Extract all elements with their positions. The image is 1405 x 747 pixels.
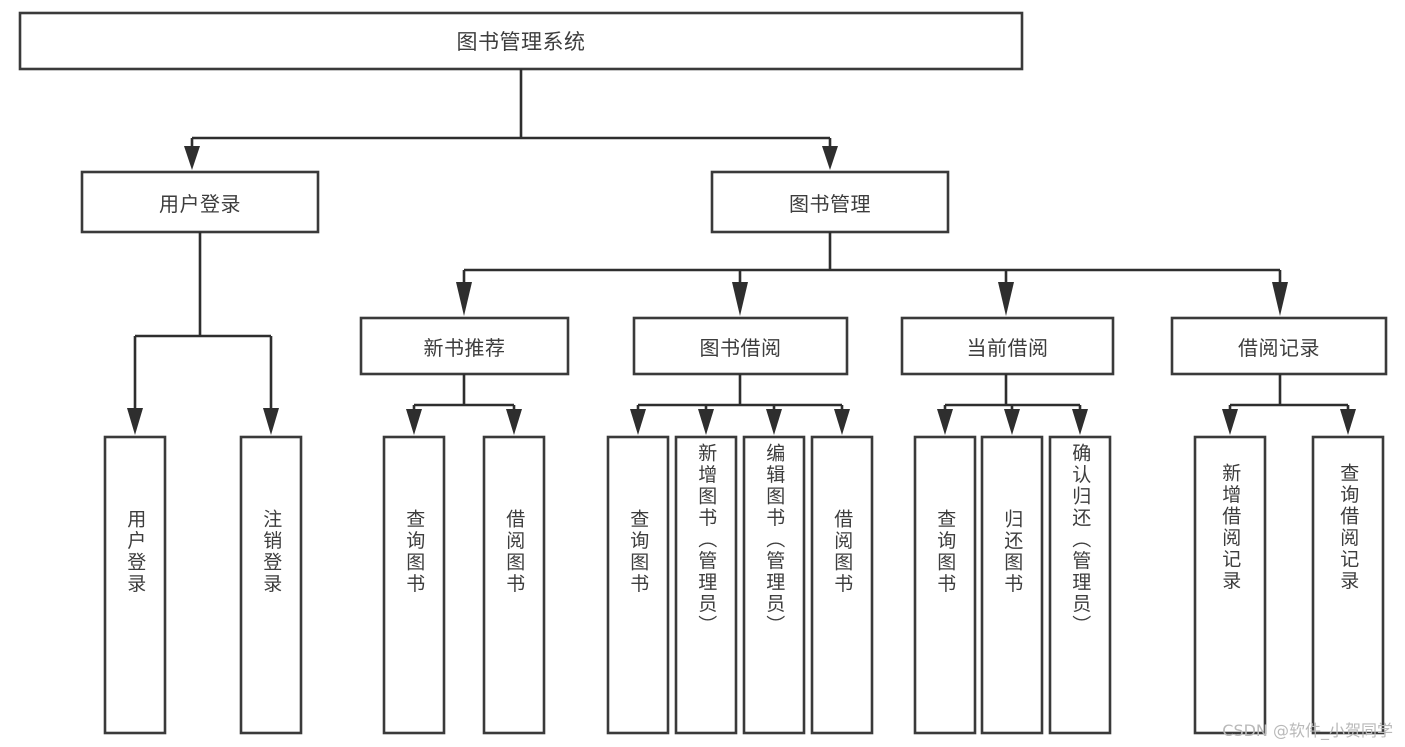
- arrow-head-group-b-leaf-3: [766, 409, 782, 435]
- arrow-head-user-login-leaf-1: [127, 408, 143, 435]
- node-book-borrow[interactable]: [632, 316, 849, 376]
- arrow-head-group-c-leaf-1: [937, 409, 953, 435]
- node-borrow-record[interactable]: [1170, 316, 1388, 376]
- leaf-box-current-borrow-3[interactable]: [1048, 435, 1112, 735]
- arrow-head-group-c-leaf-3: [1072, 409, 1088, 435]
- arrow-head-group-d-leaf-1: [1222, 409, 1238, 435]
- node-user-login[interactable]: [80, 170, 320, 234]
- arrow-head-user-login-leaf-2: [263, 408, 279, 435]
- leaf-box-new-book-recommend-2[interactable]: [482, 435, 546, 735]
- arrow-head-group-c-leaf-2: [1004, 409, 1020, 435]
- arrow-head-to-borrow-record: [1272, 282, 1288, 316]
- arrow-head-group-b-leaf-2: [698, 409, 714, 435]
- leaf-box-book-borrow-4[interactable]: [810, 435, 874, 735]
- arrow-head-group-b-leaf-1: [630, 409, 646, 435]
- leaf-box-borrow-record-1[interactable]: [1193, 435, 1267, 735]
- leaf-box-user-login-2[interactable]: [239, 435, 303, 735]
- arrow-head-group-a-leaf-2: [506, 409, 522, 435]
- leaf-box-new-book-recommend-1[interactable]: [382, 435, 446, 735]
- arrow-head-to-current-borrow: [998, 282, 1014, 316]
- leaf-box-book-borrow-2[interactable]: [674, 435, 738, 735]
- arrow-head-to-user-login: [184, 146, 200, 170]
- leaf-box-user-login-1[interactable]: [103, 435, 167, 735]
- arrow-head-group-d-leaf-2: [1340, 409, 1356, 435]
- node-current-borrow[interactable]: [900, 316, 1115, 376]
- arrow-head-to-book-management: [822, 146, 838, 170]
- leaf-box-book-borrow-3[interactable]: [742, 435, 806, 735]
- leaf-box-borrow-record-2[interactable]: [1311, 435, 1385, 735]
- arrow-head-group-a-leaf-1: [406, 409, 422, 435]
- leaf-box-current-borrow-1[interactable]: [913, 435, 977, 735]
- arrow-head-to-new-book-recommend: [456, 282, 472, 316]
- node-root-book-management-system[interactable]: [18, 11, 1024, 71]
- node-book-management[interactable]: [710, 170, 950, 234]
- node-new-book-recommend[interactable]: [359, 316, 570, 376]
- leaf-box-current-borrow-2[interactable]: [980, 435, 1044, 735]
- arrow-head-to-book-borrow: [732, 282, 748, 316]
- arrow-head-group-b-leaf-4: [834, 409, 850, 435]
- leaf-box-book-borrow-1[interactable]: [606, 435, 670, 735]
